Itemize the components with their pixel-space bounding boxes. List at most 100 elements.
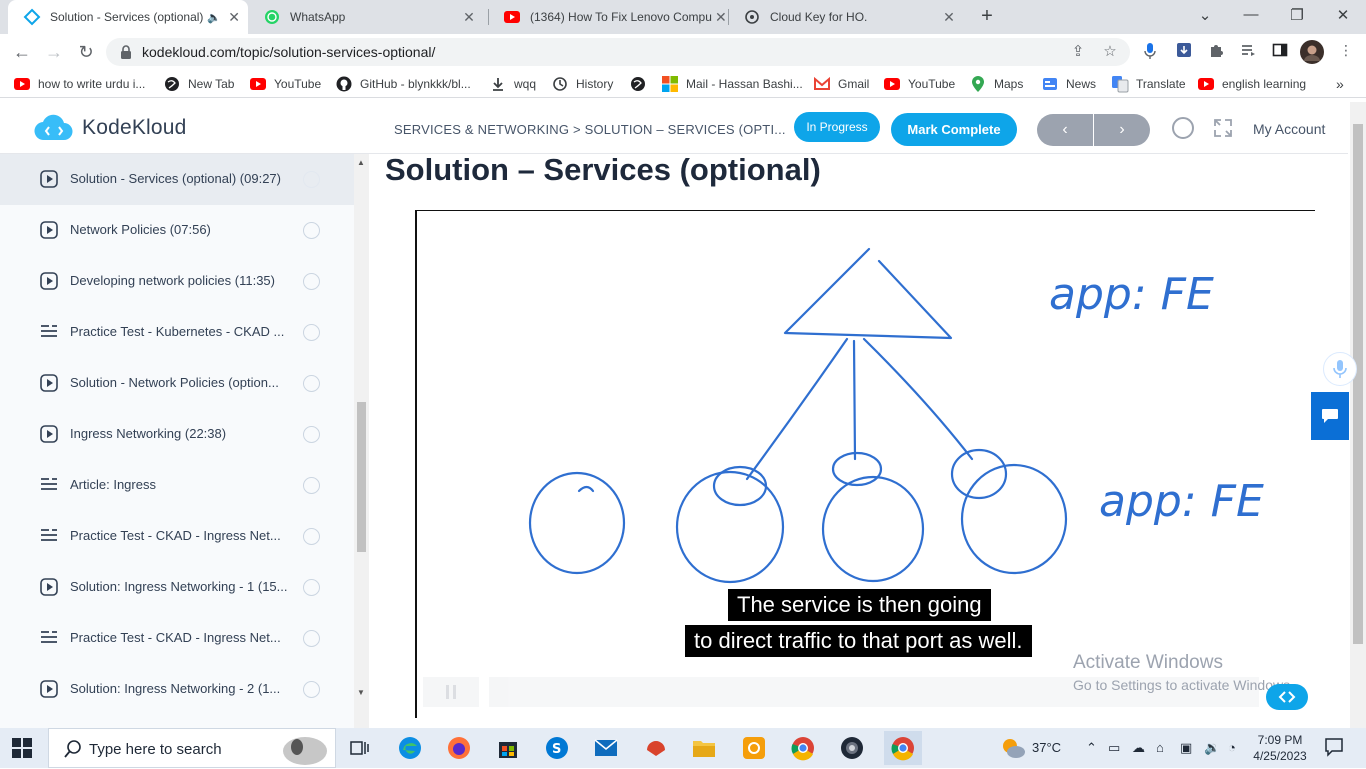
bookmark-item[interactable]: News: [1042, 76, 1096, 92]
scroll-down-arrow-icon[interactable]: ▼: [357, 688, 365, 697]
in-progress-button[interactable]: In Progress: [794, 112, 880, 142]
voice-input-button[interactable]: [1323, 352, 1357, 386]
forward-arrow-icon[interactable]: →: [45, 42, 63, 62]
lesson-status-circle[interactable]: [303, 375, 320, 392]
video-player[interactable]: app: FE app: FE The service is then goin…: [415, 210, 1315, 718]
lesson-status-circle[interactable]: [303, 579, 320, 596]
reload-icon[interactable]: ↻: [78, 42, 94, 62]
speaker-icon[interactable]: 🔈: [207, 11, 222, 24]
network-adapter-icon[interactable]: ▭: [1108, 740, 1121, 755]
weather-temperature[interactable]: 37°C: [1032, 740, 1062, 755]
bookmark-item[interactable]: wqq: [490, 76, 536, 92]
bookmark-item[interactable]: Gmail: [814, 76, 869, 92]
chrome-active-window-icon[interactable]: [884, 731, 922, 765]
app-red-shell-icon[interactable]: [642, 734, 670, 762]
bookmark-item[interactable]: New Tab: [164, 76, 234, 92]
video-controls[interactable]: [423, 677, 1303, 707]
mail-icon[interactable]: [592, 734, 620, 762]
address-bar[interactable]: kodekloud.com/topic/solution-services-op…: [106, 38, 1130, 66]
tab-cloud-key[interactable]: Cloud Key for HO. ✕: [728, 0, 968, 34]
bookmark-item[interactable]: english learning: [1198, 76, 1306, 92]
reading-list-icon[interactable]: [1238, 42, 1258, 62]
page-scroll-thumb[interactable]: [1353, 124, 1363, 644]
edge-browser-icon[interactable]: [396, 734, 424, 762]
lesson-item[interactable]: Practice Test - CKAD - Ingress Net...: [0, 511, 354, 562]
onedrive-icon[interactable]: ☁: [1132, 740, 1145, 755]
bookmark-item[interactable]: GitHub - blynkkk/bl...: [336, 76, 471, 92]
windows-start-icon[interactable]: [12, 738, 32, 758]
profile-avatar[interactable]: [1300, 40, 1324, 64]
side-panel-icon[interactable]: [1270, 42, 1290, 62]
volume-icon[interactable]: 🔉: [1204, 740, 1221, 755]
task-view-icon[interactable]: [346, 734, 374, 762]
my-account-link[interactable]: My Account: [1253, 121, 1326, 137]
dark-mode-toggle-icon[interactable]: [1171, 116, 1195, 140]
lesson-item[interactable]: Practice Test - CKAD - Ingress Net...: [0, 613, 354, 664]
microphone-extension-icon[interactable]: [1140, 42, 1160, 62]
chrome-icon[interactable]: [789, 734, 817, 762]
close-window-button[interactable]: ✕: [1336, 7, 1350, 24]
lesson-status-circle[interactable]: [303, 477, 320, 494]
close-icon[interactable]: ✕: [228, 8, 240, 25]
pause-button[interactable]: [423, 677, 479, 707]
lesson-item[interactable]: Ingress Networking (22:38): [0, 409, 354, 460]
lesson-status-circle[interactable]: [303, 426, 320, 443]
restore-button[interactable]: ❐: [1290, 7, 1304, 24]
extensions-puzzle-icon[interactable]: [1206, 42, 1226, 62]
notification-center-icon[interactable]: [1324, 737, 1344, 760]
breadcrumb[interactable]: SERVICES & NETWORKING > SOLUTION – SERVI…: [394, 122, 786, 137]
progress-track[interactable]: [489, 677, 1259, 707]
taskbar-clock[interactable]: 7:09 PM 4/25/2023: [1250, 732, 1310, 764]
tab-search-chevron-icon[interactable]: ⌄: [1198, 7, 1212, 24]
bookmark-item[interactable]: YouTube: [884, 76, 955, 92]
lesson-item[interactable]: Solution - Network Policies (option...: [0, 358, 354, 409]
page-scrollbar[interactable]: [1350, 102, 1366, 728]
mark-complete-button[interactable]: Mark Complete: [891, 113, 1017, 146]
browser-menu-icon[interactable]: ⋮: [1339, 42, 1353, 58]
fullscreen-icon[interactable]: [1211, 116, 1235, 140]
lesson-item[interactable]: Solution: Ingress Networking - 1 (15...: [0, 562, 354, 613]
taskbar-search-box[interactable]: Type here to search: [48, 728, 336, 768]
bookmark-item[interactable]: [630, 76, 654, 92]
usb-device-icon[interactable]: ⌂: [1156, 740, 1164, 755]
close-icon[interactable]: ✕: [715, 8, 727, 25]
lesson-status-circle[interactable]: [303, 222, 320, 239]
next-lesson-button[interactable]: ›: [1094, 114, 1150, 146]
microsoft-store-icon[interactable]: [494, 734, 522, 762]
lesson-item[interactable]: Network Policies (07:56): [0, 205, 354, 256]
camera-app-icon[interactable]: [838, 734, 866, 762]
feedback-chat-button[interactable]: [1311, 392, 1349, 440]
bookmark-item[interactable]: YouTube: [250, 76, 321, 92]
kodekloud-logo[interactable]: KodeKloud: [34, 114, 187, 142]
weather-icon[interactable]: [1000, 736, 1026, 763]
previous-lesson-button[interactable]: ‹: [1037, 114, 1093, 146]
tab-kodekloud[interactable]: Solution - Services (optional) 🔈 ✕: [8, 0, 248, 34]
lesson-item[interactable]: Article: Ingress: [0, 460, 354, 511]
bookmark-item[interactable]: Mail - Hassan Bashi...: [662, 76, 803, 92]
show-hidden-icons-chevron-icon[interactable]: ⌃: [1086, 740, 1097, 755]
settings-app-icon[interactable]: [740, 734, 768, 762]
lesson-item[interactable]: Solution: Ingress Networking - 2 (1...: [0, 664, 354, 715]
lesson-status-circle[interactable]: [303, 630, 320, 647]
share-icon[interactable]: ⇪: [1071, 43, 1085, 60]
new-tab-button[interactable]: +: [981, 5, 993, 27]
download-extension-icon[interactable]: [1174, 42, 1194, 62]
lesson-item[interactable]: Developing network policies (11:35): [0, 256, 354, 307]
file-explorer-icon[interactable]: [690, 734, 718, 762]
close-icon[interactable]: ✕: [943, 8, 955, 25]
sidebar-scroll-thumb[interactable]: [357, 402, 366, 552]
bookmark-star-icon[interactable]: ☆: [1103, 43, 1117, 60]
close-icon[interactable]: ✕: [463, 8, 475, 25]
tab-whatsapp[interactable]: WhatsApp ✕: [248, 0, 488, 34]
sidebar-scrollbar[interactable]: ▲ ▼: [354, 154, 369, 728]
lesson-status-circle[interactable]: [303, 273, 320, 290]
firefox-icon[interactable]: [445, 734, 473, 762]
display-icon[interactable]: ▣: [1180, 740, 1193, 755]
bookmark-item[interactable]: Maps: [970, 76, 1023, 92]
bookmark-item[interactable]: Translate: [1112, 76, 1186, 93]
more-bookmarks-icon[interactable]: »: [1336, 76, 1344, 92]
lesson-status-circle[interactable]: [303, 171, 320, 188]
lesson-item[interactable]: Practice Test - Kubernetes - CKAD ...: [0, 307, 354, 358]
lesson-status-circle[interactable]: [303, 324, 320, 341]
minimize-button[interactable]: —: [1243, 6, 1259, 23]
